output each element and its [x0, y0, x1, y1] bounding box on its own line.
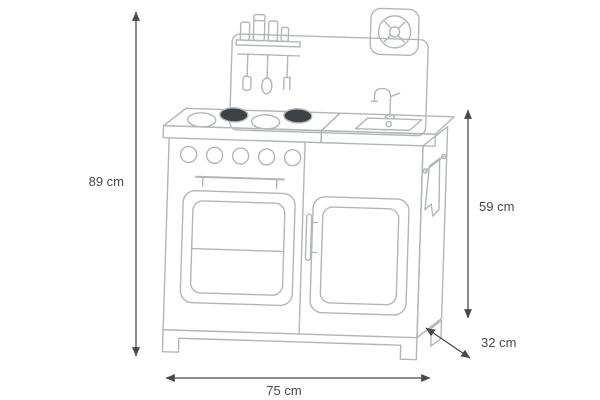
control-knobs [179, 145, 302, 167]
oven-door [179, 175, 296, 307]
sink [354, 117, 423, 132]
width-dimension-label: 75 cm [266, 383, 301, 398]
cooktop-burners [187, 107, 313, 130]
kitchen-drawing [161, 7, 455, 361]
depth-dimension-label: 32 cm [481, 335, 516, 350]
cabinet-door [304, 196, 410, 316]
burner-dark [283, 108, 313, 124]
utensil-rail [237, 53, 301, 95]
depth-dimension-arrow [425, 327, 471, 359]
legs [161, 319, 443, 361]
extractor-fan-icon [369, 7, 420, 57]
burner-dark [219, 107, 249, 123]
spice-shelf [235, 13, 301, 48]
towel-rail [422, 153, 447, 174]
side-height-dimension-label: 59 cm [479, 199, 514, 214]
backsplash-panel [228, 33, 429, 137]
height-dimension-label: 89 cm [89, 174, 124, 189]
cabinet-body [162, 125, 449, 339]
faucet [370, 87, 401, 120]
towel [424, 157, 441, 217]
